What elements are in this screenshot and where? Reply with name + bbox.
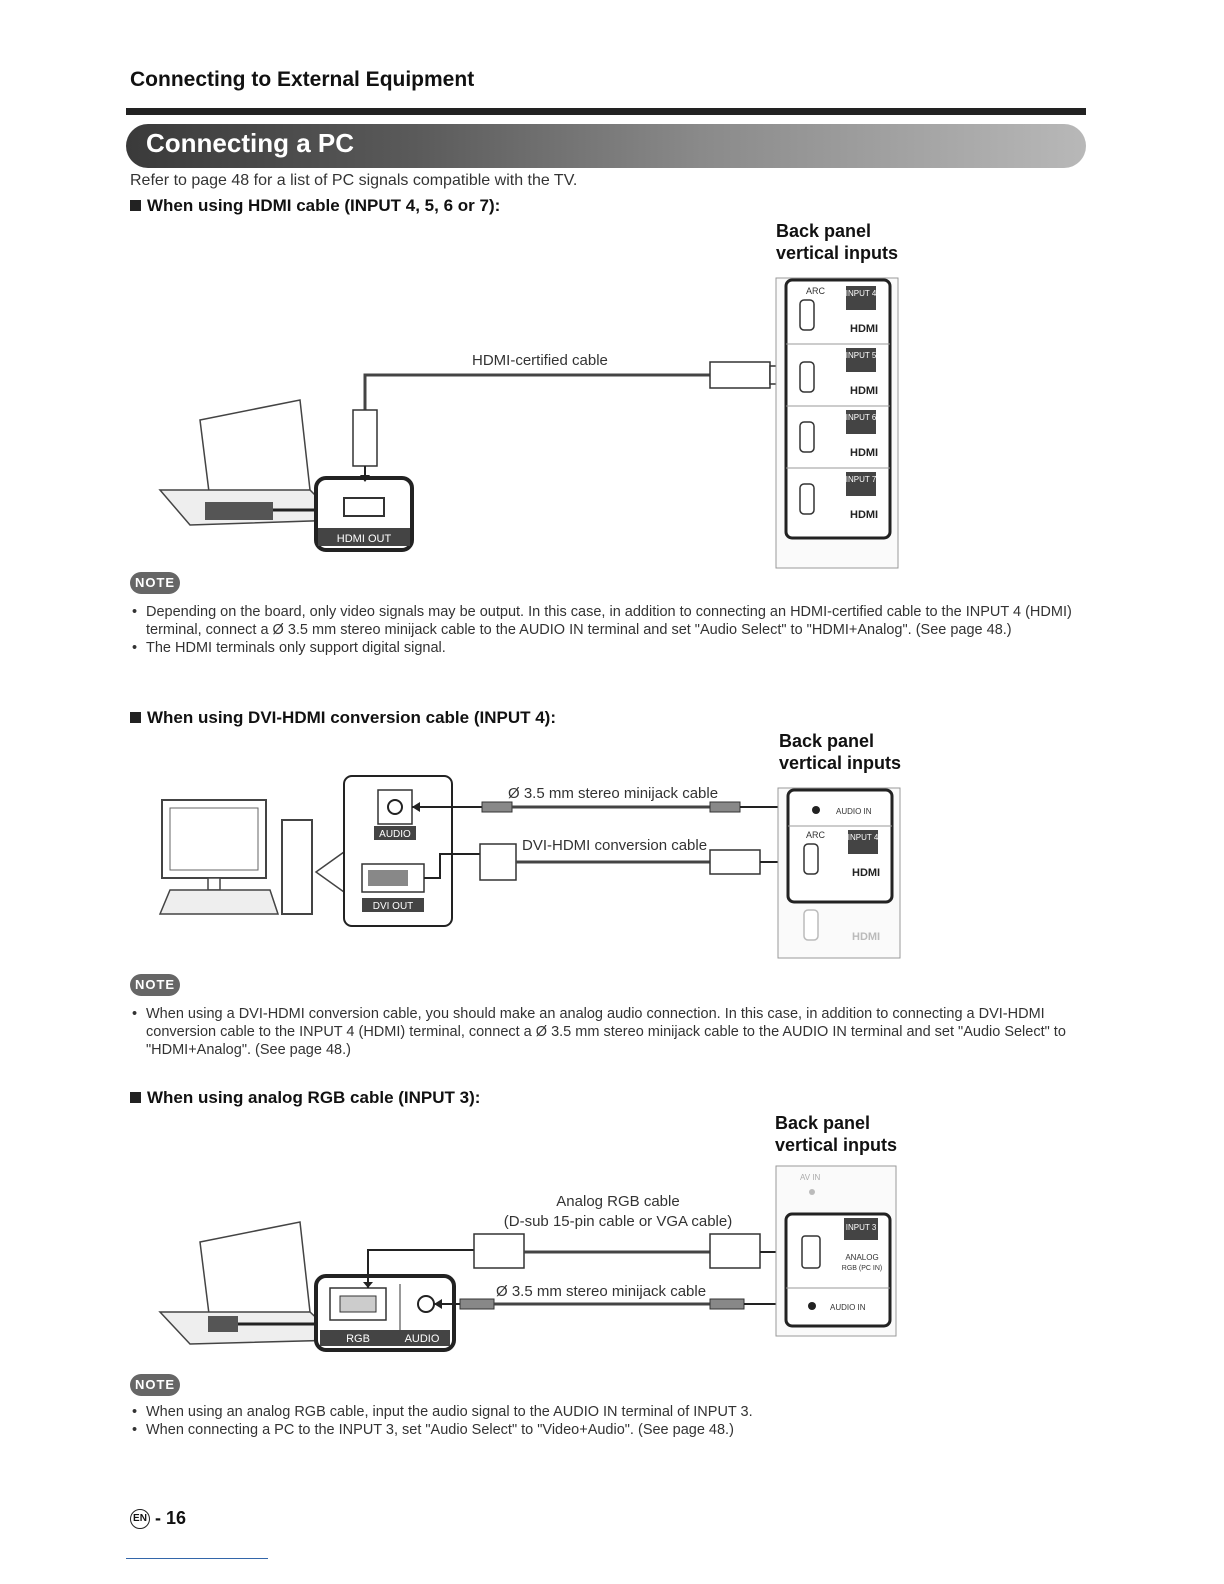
- dvi-back-panel: AUDIO IN ARC INPUT 4 HDMI HDMI: [777, 787, 901, 959]
- svg-text:(D-sub 15-pin cable or VGA cab: (D-sub 15-pin cable or VGA cable): [504, 1213, 732, 1230]
- svg-text:HDMI: HDMI: [852, 931, 880, 943]
- rgb-notes: When using an analog RGB cable, input th…: [130, 1403, 1080, 1439]
- svg-text:RGB (PC IN): RGB (PC IN): [842, 1265, 882, 1272]
- svg-text:AUDIO IN: AUDIO IN: [836, 807, 872, 816]
- pc-audio-dvi-ports: AUDIO DVI OUT: [343, 775, 453, 927]
- svg-text:Analog RGB cable: Analog RGB cable: [556, 1193, 679, 1210]
- note-badge: NOTE: [130, 974, 180, 996]
- note-badge: NOTE: [130, 572, 180, 594]
- header-rule: [126, 108, 1086, 115]
- note-item: When connecting a PC to the INPUT 3, set…: [130, 1421, 1080, 1439]
- svg-text:AUDIO: AUDIO: [405, 1333, 440, 1345]
- svg-text:ARC: ARC: [806, 830, 826, 840]
- note-item: When using an analog RGB cable, input th…: [130, 1403, 1080, 1421]
- svg-text:DVI-HDMI conversion cable: DVI-HDMI conversion cable: [522, 837, 707, 854]
- svg-text:AUDIO: AUDIO: [379, 829, 411, 840]
- rgb-diagram: RGB AUDIO Analog RGB cable (D-sub 15-pin…: [158, 1165, 897, 1352]
- svg-text:INPUT 4: INPUT 4: [848, 833, 879, 842]
- hdmi-out-port: HDMI OUT: [314, 476, 414, 552]
- svg-text:DVI OUT: DVI OUT: [373, 901, 414, 912]
- svg-text:RGB: RGB: [346, 1333, 370, 1345]
- desktop-pc-illustration: [158, 799, 313, 915]
- laptop-illustration: [158, 1221, 342, 1345]
- svg-text:ARC: ARC: [806, 286, 826, 296]
- svg-text:INPUT 4: INPUT 4: [846, 289, 877, 298]
- svg-text:HDMI: HDMI: [852, 867, 880, 879]
- svg-text:HDMI: HDMI: [850, 509, 878, 521]
- svg-text:Ø 3.5 mm stereo minijack cable: Ø 3.5 mm stereo minijack cable: [508, 785, 718, 802]
- page-number: EN - 16: [130, 1508, 186, 1530]
- title-bar: [126, 124, 1086, 168]
- note-item: Depending on the board, only video signa…: [130, 603, 1080, 639]
- hdmi-heading: When using HDMI cable (INPUT 4, 5, 6 or …: [130, 196, 500, 216]
- svg-text:Ø 3.5 mm stereo minijack cable: Ø 3.5 mm stereo minijack cable: [496, 1283, 706, 1300]
- svg-text:AV IN: AV IN: [800, 1173, 821, 1182]
- svg-text:HDMI OUT: HDMI OUT: [337, 533, 392, 545]
- svg-text:INPUT 6: INPUT 6: [846, 413, 877, 422]
- svg-text:HDMI-certified cable: HDMI-certified cable: [472, 352, 608, 369]
- svg-text:HDMI: HDMI: [850, 447, 878, 459]
- dvi-notes: When using a DVI-HDMI conversion cable, …: [130, 1005, 1080, 1059]
- section-header: Connecting to External Equipment: [130, 68, 475, 91]
- note-item: When using a DVI-HDMI conversion cable, …: [130, 1005, 1080, 1059]
- intro-text: Refer to page 48 for a list of PC signal…: [130, 172, 578, 189]
- hdmi-diagram: HDMI OUT HDMI-certified cable ARC INPUT …: [158, 277, 899, 569]
- rgb-back-panel: AV IN INPUT 3 ANALOG RGB (PC IN) AUDIO I…: [775, 1165, 897, 1337]
- svg-text:INPUT 3: INPUT 3: [846, 1223, 877, 1232]
- laptop-illustration: [158, 399, 342, 526]
- page-title: Connecting a PC: [146, 128, 355, 158]
- dvi-diagram: AUDIO DVI OUT Ø 3.5 mm stereo minijack c…: [158, 775, 901, 959]
- svg-text:HDMI: HDMI: [850, 323, 878, 335]
- hdmi-back-panel: ARC INPUT 4 HDMI INPUT 5 HDMI INPUT 6 HD…: [775, 277, 899, 569]
- hdmi-notes: Depending on the board, only video signa…: [130, 603, 1080, 657]
- svg-text:INPUT 7: INPUT 7: [846, 475, 877, 484]
- note-badge: NOTE: [130, 1374, 180, 1396]
- dvi-heading: When using DVI-HDMI conversion cable (IN…: [130, 708, 556, 728]
- svg-text:HDMI: HDMI: [850, 385, 878, 397]
- footer-line: [126, 1558, 268, 1559]
- pc-rgb-audio-ports: RGB AUDIO: [314, 1274, 456, 1352]
- rgb-heading: When using analog RGB cable (INPUT 3):: [130, 1088, 480, 1108]
- svg-text:AUDIO IN: AUDIO IN: [830, 1303, 866, 1312]
- svg-text:INPUT 5: INPUT 5: [846, 351, 877, 360]
- svg-text:ANALOG: ANALOG: [845, 1253, 878, 1262]
- note-item: The HDMI terminals only support digital …: [130, 639, 1080, 657]
